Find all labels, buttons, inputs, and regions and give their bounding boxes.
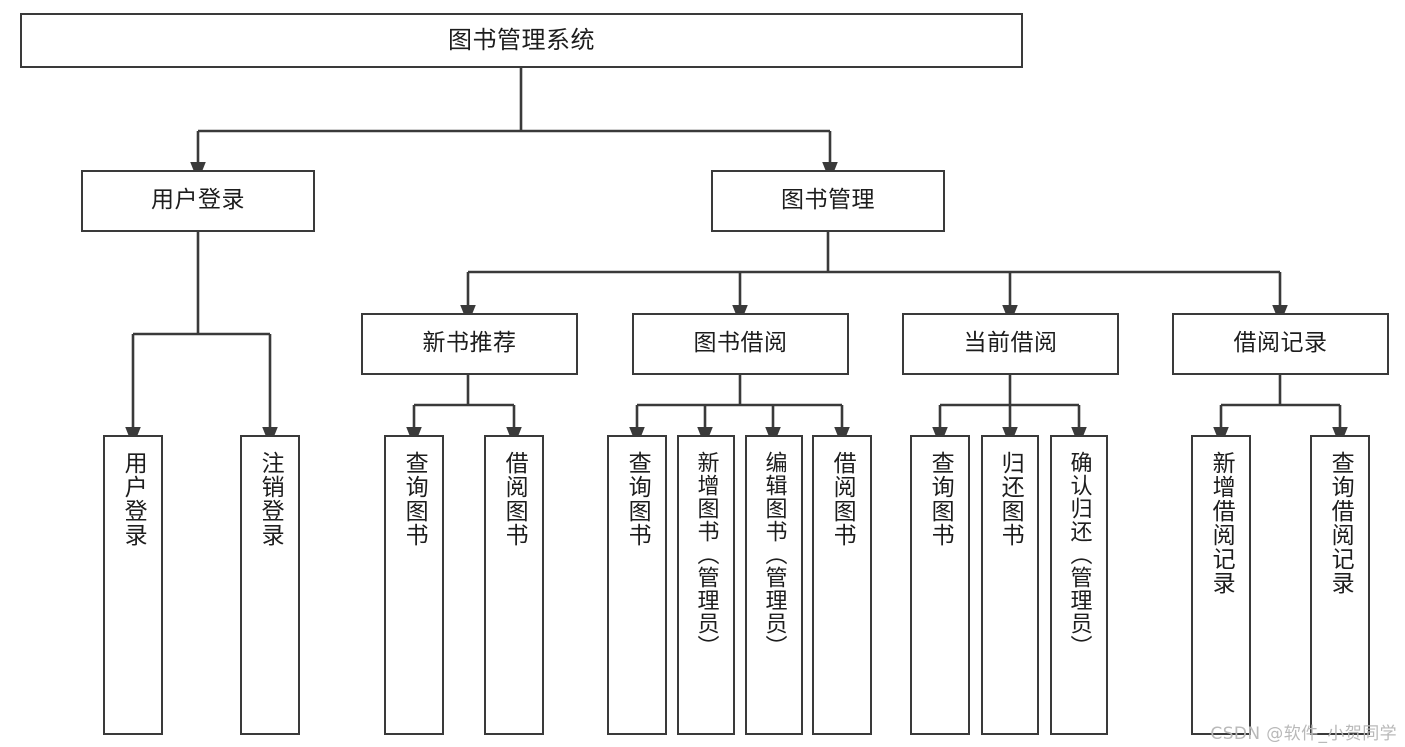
leaf-borrow-edit-book-admin[interactable]: 编辑图书（管理员）	[745, 435, 803, 735]
node-borrow-record[interactable]: 借阅记录	[1172, 313, 1389, 375]
leaf-current-return-book[interactable]: 归还图书	[981, 435, 1039, 735]
node-book-management[interactable]: 图书管理	[711, 170, 945, 232]
node-label: 编辑图书（管理员）	[761, 451, 787, 658]
node-label: 当前借阅	[963, 330, 1058, 357]
node-label: 借阅记录	[1233, 330, 1328, 357]
node-label: 用户登录	[151, 187, 245, 214]
node-user-login[interactable]: 用户登录	[81, 170, 315, 232]
node-label: 借阅图书	[829, 451, 856, 547]
node-label: 查询借阅记录	[1327, 451, 1354, 595]
leaf-borrow-query-book[interactable]: 查询图书	[607, 435, 667, 735]
csdn-watermark: CSDN @软件_小贺同学	[1210, 724, 1397, 744]
leaf-record-query-borrow-record[interactable]: 查询借阅记录	[1310, 435, 1370, 735]
leaf-user-login[interactable]: 用户登录	[103, 435, 163, 735]
node-label: 新书推荐	[422, 330, 517, 357]
node-label: 查询图书	[927, 451, 954, 547]
node-label: 借阅图书	[501, 451, 528, 547]
leaf-user-logout[interactable]: 注销登录	[240, 435, 300, 735]
node-new-book-recommend[interactable]: 新书推荐	[361, 313, 578, 375]
node-label: 确认归还（管理员）	[1066, 451, 1092, 658]
node-label: 图书管理	[781, 187, 875, 214]
node-label: 图书借阅	[693, 330, 788, 357]
node-label: 查询图书	[401, 451, 428, 547]
leaf-recommend-query-book[interactable]: 查询图书	[384, 435, 444, 735]
node-label: 归还图书	[997, 451, 1024, 547]
node-book-borrow[interactable]: 图书借阅	[632, 313, 849, 375]
node-root-book-management-system[interactable]: 图书管理系统	[20, 13, 1023, 68]
node-label: 查询图书	[624, 451, 651, 547]
node-current-borrow[interactable]: 当前借阅	[902, 313, 1119, 375]
leaf-current-query-book[interactable]: 查询图书	[910, 435, 970, 735]
leaf-record-add-borrow-record[interactable]: 新增借阅记录	[1191, 435, 1251, 735]
leaf-current-confirm-return-admin[interactable]: 确认归还（管理员）	[1050, 435, 1108, 735]
leaf-borrow-add-book-admin[interactable]: 新增图书（管理员）	[677, 435, 735, 735]
node-label: 注销登录	[257, 451, 284, 547]
leaf-borrow-borrow-book[interactable]: 借阅图书	[812, 435, 872, 735]
node-label: 新增图书（管理员）	[693, 451, 719, 658]
leaf-recommend-borrow-book[interactable]: 借阅图书	[484, 435, 544, 735]
node-label: 新增借阅记录	[1208, 451, 1235, 595]
node-label: 图书管理系统	[448, 26, 595, 55]
node-label: 用户登录	[120, 451, 147, 547]
